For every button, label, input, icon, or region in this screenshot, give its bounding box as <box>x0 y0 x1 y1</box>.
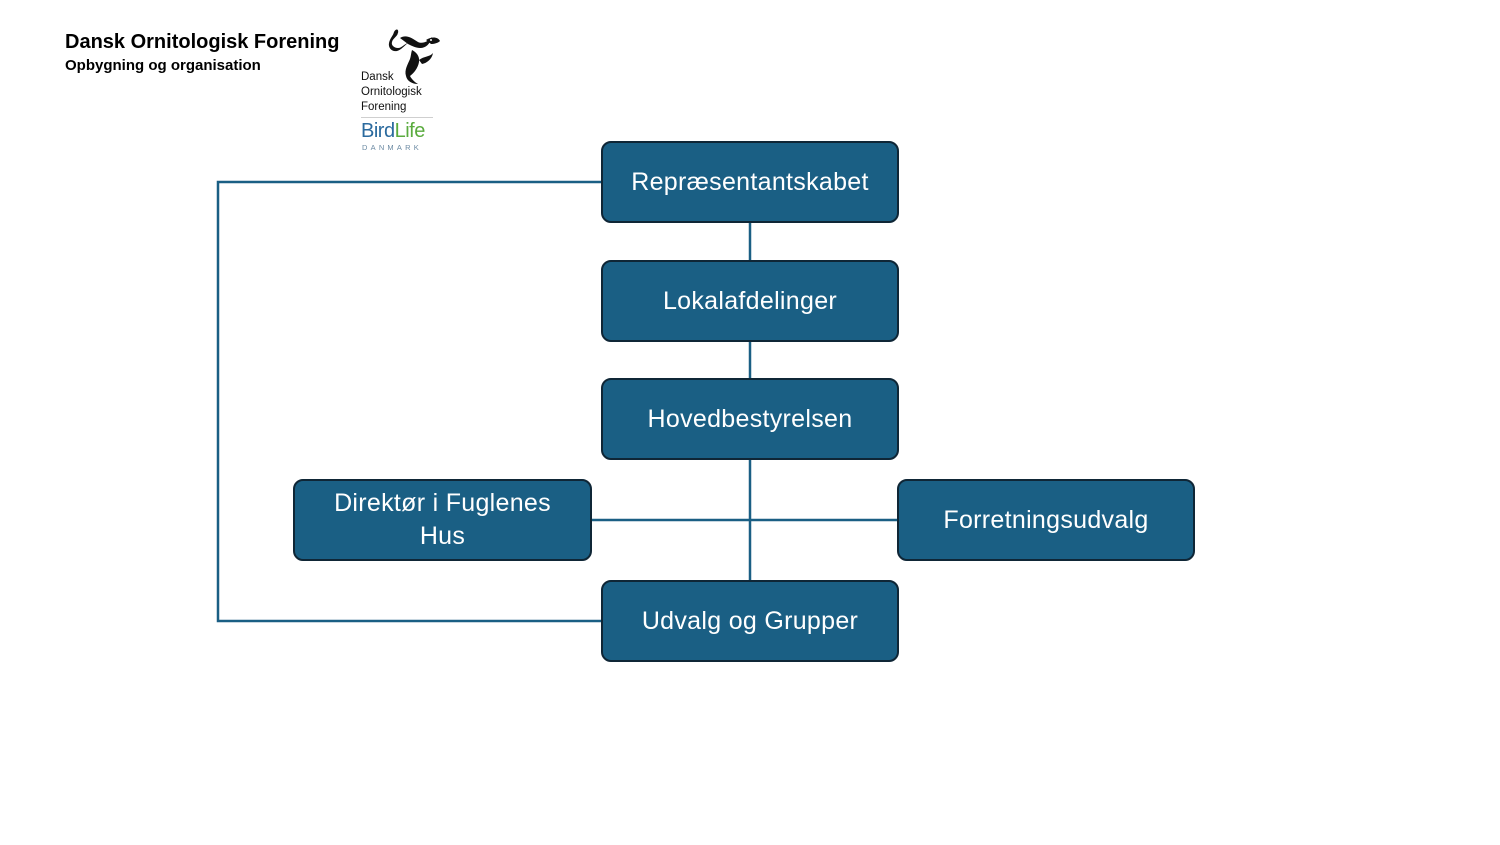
node-direktor[interactable]: Direktør i Fuglenes Hus <box>293 479 592 561</box>
logo-org-line: Ornitologisk <box>361 86 422 98</box>
node-representantskabet[interactable]: Repræsentantskabet <box>601 141 899 223</box>
node-forretningsudvalg[interactable]: Forretningsudvalg <box>897 479 1195 561</box>
birdlife-wordmark-bird: Bird <box>361 120 395 142</box>
birdlife-wordmark-life: Life <box>394 120 426 142</box>
logo-org-line: Dansk <box>361 71 394 83</box>
node-hovedbestyrelsen[interactable]: Hovedbestyrelsen <box>601 378 899 460</box>
node-udvalg-og-grupper[interactable]: Udvalg og Grupper <box>601 580 899 662</box>
page-title: Dansk Ornitologisk Forening <box>65 31 340 53</box>
connector-representantskabet-udvalg <box>216 180 602 623</box>
birdlife-country: DANMARK <box>362 143 422 152</box>
birdlife-wordmark: BirdLife <box>361 119 425 143</box>
logo-org-line: Forening <box>361 101 407 113</box>
logo-divider <box>361 117 433 118</box>
node-lokalafdelinger[interactable]: Lokalafdelinger <box>601 260 899 342</box>
dof-birdlife-logo: Dansk Ornitologisk Forening BirdLife DAN… <box>356 26 446 154</box>
bird-silhouette-icon <box>388 29 440 84</box>
page-subtitle: Opbygning og organisation <box>65 57 261 74</box>
